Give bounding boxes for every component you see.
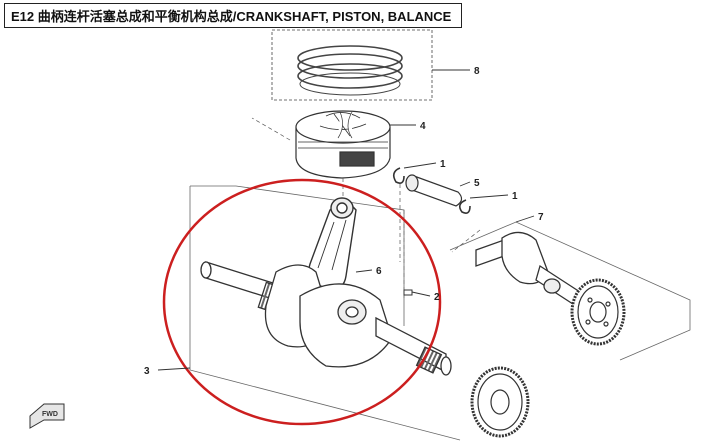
callout-1-upper: 1 — [440, 159, 446, 170]
crankshaft-gear — [470, 366, 530, 438]
callout-5: 5 — [474, 178, 480, 189]
diagram-title: E12 曲柄连杆活塞总成和平衡机构总成/CRANKSHAFT, PISTON, … — [4, 3, 462, 28]
piston — [295, 110, 391, 179]
crankshaft-frame — [189, 185, 461, 441]
callout-2: 2 — [434, 292, 440, 303]
highlight-ellipse — [162, 178, 442, 426]
piston-pin — [405, 174, 463, 207]
callout-4: 4 — [420, 121, 426, 132]
piston-rings-group — [271, 29, 433, 101]
circlip-upper — [392, 167, 405, 184]
callout-1-lower: 1 — [512, 191, 518, 202]
callout-7: 7 — [538, 212, 544, 223]
callout-leaders — [157, 69, 535, 371]
balance-shaft-frame — [449, 221, 691, 361]
circlip-lower — [458, 199, 471, 214]
callout-3: 3 — [144, 366, 150, 377]
balance-shaft-gear — [570, 278, 626, 346]
crankshaft — [200, 261, 452, 376]
key — [403, 289, 413, 296]
fwd-arrow-icon: FWD — [29, 403, 65, 429]
fwd-label: FWD — [42, 411, 58, 418]
callout-8: 8 — [474, 66, 480, 77]
callout-6: 6 — [376, 266, 382, 277]
connecting-rod — [308, 197, 357, 291]
